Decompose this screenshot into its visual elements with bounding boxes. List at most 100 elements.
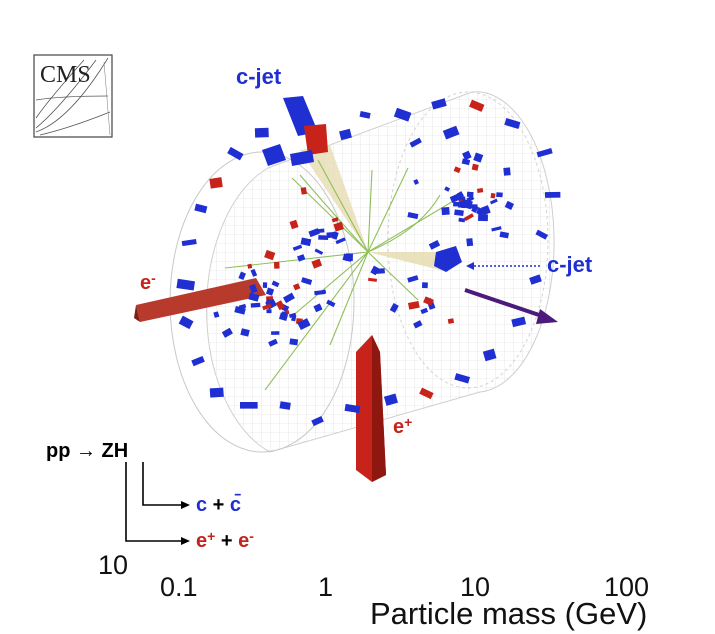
calorimeter-hit (311, 258, 323, 269)
calorimeter-hit (191, 355, 205, 367)
cjet-right-deposit (434, 246, 462, 272)
calorimeter-hit (326, 231, 337, 239)
decay-electron: e+ + e- (196, 528, 254, 552)
calorimeter-hit (279, 401, 291, 410)
calorimeter-hit (227, 146, 244, 161)
calorimeter-hit (409, 137, 422, 148)
cms-logo-text: CMS (40, 62, 91, 88)
calorimeter-hit (289, 219, 299, 230)
jet-cones (300, 145, 448, 272)
calorimeter-hit (282, 292, 295, 304)
missing-energy-arrow (464, 288, 558, 324)
calorimeter-hit (536, 148, 553, 158)
calorimeter-hit (413, 178, 419, 185)
calorimeter-hit (318, 235, 329, 240)
calorimeter-hit (473, 152, 484, 163)
calorimeter-hit (476, 207, 486, 216)
calorimeter-hit (503, 167, 511, 176)
calorimeter-hit (262, 303, 272, 311)
axis-title: Particle mass (GeV) (370, 596, 648, 631)
calorimeter-hit (266, 309, 272, 314)
calorimeter-hit (544, 191, 561, 198)
calorimeter-hit (297, 318, 311, 331)
calorimeter-hit (407, 275, 419, 283)
calorimeter-hit (249, 284, 258, 294)
electron-tower (134, 278, 266, 322)
calorimeter-hit (529, 274, 542, 285)
calorimeter-hit (431, 98, 447, 110)
calorimeter-hit (511, 316, 527, 328)
calorimeter-hit (240, 328, 250, 337)
calorimeter-hit (491, 226, 502, 232)
process-label: pp → ZH (46, 440, 129, 462)
cjet-top-label: c-jet (236, 64, 282, 89)
calorimeter-hit (389, 303, 399, 313)
cms-logo (33, 54, 113, 138)
cjet-top-deposit (262, 96, 328, 166)
calorimeter-hit (265, 287, 275, 296)
calorimeter-hit (262, 282, 268, 288)
axis-tick-100: 100 (604, 572, 650, 602)
calorimeter-hit (420, 307, 429, 315)
calorimeter-hit (490, 192, 496, 199)
calorimeter-hit (499, 231, 510, 239)
cjet-top-cone (300, 145, 368, 252)
calorimeter-hit (248, 292, 260, 302)
calorimeter-hit (213, 311, 220, 318)
axis-tick-0-1: 0.1 (160, 572, 198, 602)
calorimeter-hit (209, 177, 223, 189)
calorimeter-hit (449, 193, 460, 203)
axis-tick-partial: 10 (98, 550, 129, 580)
calorimeter-hit (469, 99, 485, 112)
calorimeter-hit (393, 107, 412, 122)
calorimeter-hit (176, 278, 196, 291)
calorimeter-hit (300, 187, 307, 195)
calorimeter-hit (297, 254, 306, 262)
calorimeter-hit (463, 213, 474, 222)
positron-tower (356, 335, 386, 482)
electron-label: e- (140, 270, 156, 294)
calorimeter-hit (311, 415, 324, 427)
calorimeter-hit (331, 217, 339, 223)
calorimeter-hit (264, 249, 276, 261)
calorimeter-hit (250, 268, 258, 277)
calorimeter-hit (458, 217, 466, 223)
calorimeter-hit (489, 198, 498, 205)
calorimeter-hit (194, 203, 208, 214)
calorimeter-hit (476, 187, 484, 194)
calorimeter-hit (319, 289, 327, 295)
calorimeter-hit (504, 118, 521, 130)
calorimeter-hit (359, 111, 371, 119)
calorimeter-hit (456, 191, 465, 199)
calorimeter-hit (221, 327, 233, 338)
calorimeter-hit (313, 303, 323, 313)
calorimeter-hit (453, 201, 461, 207)
calorimeter-hit (342, 253, 353, 262)
calorimeter-hit (247, 263, 253, 269)
calorimeter-hit (478, 214, 488, 222)
calorimeter-hit (265, 298, 274, 306)
calorimeter-hit (178, 315, 194, 330)
calorimeter-hit (407, 301, 420, 310)
calorimeter-hit (374, 268, 385, 275)
calorimeter-hit (496, 192, 503, 198)
calorimeter-hit (444, 186, 451, 192)
calorimeter-hit (271, 331, 280, 335)
calorimeter-hit (333, 221, 344, 232)
calorimeter-hit (254, 127, 269, 138)
calorimeter-hit (271, 280, 280, 288)
calorimeter-hit (339, 128, 352, 141)
calorimeter-hit (421, 282, 428, 289)
calorimeter-hit (471, 204, 479, 214)
calorimeter-hit (308, 228, 320, 238)
calorimeter-hit (454, 373, 471, 384)
calorimeter-hit (326, 299, 336, 308)
calorimeter-hit (268, 338, 278, 347)
calorimeter-hit (273, 261, 280, 269)
calorimeter-hit (301, 277, 313, 285)
calorimeter-hit (238, 303, 247, 310)
calorimeter-hit (383, 393, 398, 406)
axis-tick-1: 1 (318, 572, 334, 602)
axis-tick-10: 10 (460, 572, 491, 602)
